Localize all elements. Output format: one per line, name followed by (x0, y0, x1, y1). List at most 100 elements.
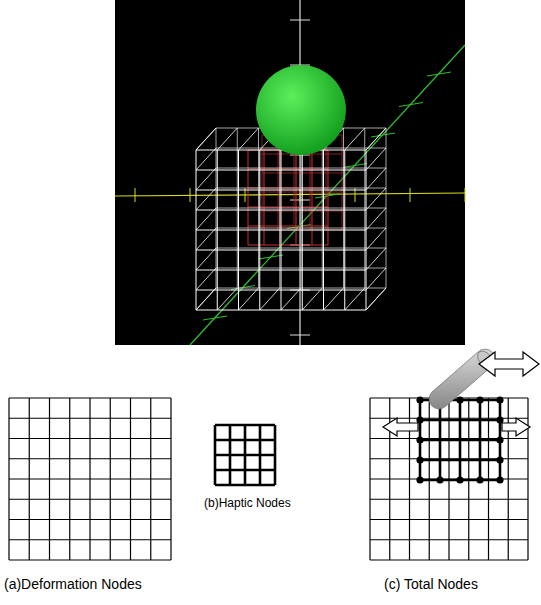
grid-line (343, 128, 344, 288)
haptic-node (416, 456, 423, 463)
haptic-node (496, 436, 503, 443)
grid-line (366, 128, 386, 150)
x-axis (115, 193, 465, 196)
axis-tick (290, 335, 310, 336)
grid-line (274, 425, 277, 485)
grid-line (344, 150, 345, 310)
haptic-node (456, 396, 463, 403)
grid-line (312, 150, 313, 245)
haptic-node (496, 396, 503, 403)
grid-line (239, 128, 259, 150)
grid-line (215, 454, 275, 457)
grid-line (215, 484, 275, 487)
grid-line (196, 128, 216, 150)
grid-line (196, 188, 216, 210)
grid-line (150, 398, 151, 560)
grid-line (302, 150, 303, 310)
grid-line (370, 559, 528, 560)
grid-line (9, 499, 171, 500)
grid-line (328, 150, 329, 245)
grid-line (259, 425, 262, 485)
haptic-node (496, 476, 503, 483)
grid-line (262, 135, 263, 230)
grid-line (9, 559, 171, 560)
wireframe-render (115, 0, 465, 345)
grid-line (215, 469, 275, 472)
grid-line (196, 148, 216, 170)
grid-line (196, 290, 366, 291)
grid-line (130, 398, 131, 560)
grid-line (278, 135, 279, 230)
grid-line (366, 228, 386, 250)
render-background (115, 0, 465, 345)
grid-line (479, 400, 482, 480)
grid-line (216, 248, 386, 249)
grid-line (196, 250, 366, 251)
grid-line (370, 478, 528, 479)
grid-line (296, 150, 297, 245)
grid-line (216, 208, 386, 209)
grid-line (345, 288, 365, 310)
grid-line (196, 288, 216, 310)
grid-line (342, 135, 343, 230)
axis-tick (190, 188, 191, 202)
grid-line (216, 228, 386, 229)
grid-line (217, 128, 237, 150)
grid-line (302, 288, 322, 310)
grid-line (366, 148, 386, 170)
grid-line (248, 150, 249, 245)
axis-tick (231, 286, 255, 290)
haptic-sphere (256, 65, 346, 155)
node-grids (9, 396, 528, 560)
grid-line (366, 128, 386, 150)
z-axis (299, 0, 300, 345)
haptic-node (456, 476, 463, 483)
axis-tick (465, 188, 466, 202)
grid-line (370, 539, 528, 540)
grid-line (364, 128, 365, 288)
grid-line (196, 230, 366, 231)
grid-caption: (c) Total Nodes (384, 576, 478, 592)
axis-tick (315, 194, 339, 198)
probe (429, 348, 495, 409)
grid-line (9, 478, 171, 479)
grid-line (196, 168, 216, 190)
motion-arrow (479, 352, 539, 376)
haptic-node (476, 476, 483, 483)
grid-line (281, 288, 301, 310)
grid-line (170, 398, 171, 560)
y-axis (190, 45, 465, 345)
axis-tick (343, 164, 367, 168)
grid-line (196, 128, 216, 150)
grid-line (366, 288, 386, 310)
axis-tick (371, 133, 395, 137)
haptic-node (436, 476, 443, 483)
grid-line (366, 248, 386, 270)
grid-line (345, 128, 365, 150)
haptic-node (416, 396, 423, 403)
haptic-node (416, 436, 423, 443)
grid-line (264, 150, 265, 245)
grid-line (366, 268, 386, 290)
axis-tick (399, 103, 423, 107)
haptic-node (496, 456, 503, 463)
grid-line (366, 168, 386, 190)
grid-line (9, 539, 171, 540)
axis-tick (410, 188, 411, 202)
axis-tick (427, 72, 451, 76)
axis-tick (203, 316, 227, 320)
haptic-node (416, 476, 423, 483)
grid-line (527, 398, 528, 560)
grid-line (216, 268, 386, 269)
axis-tick (135, 188, 136, 202)
grid-line (196, 228, 216, 250)
grid-line (324, 288, 344, 310)
grid-line (9, 519, 171, 520)
grid-caption: (a)Deformation Nodes (4, 576, 142, 592)
grid-line (196, 288, 216, 310)
grid-line (322, 128, 323, 288)
grid-line (196, 248, 216, 270)
grid-line (370, 519, 528, 520)
